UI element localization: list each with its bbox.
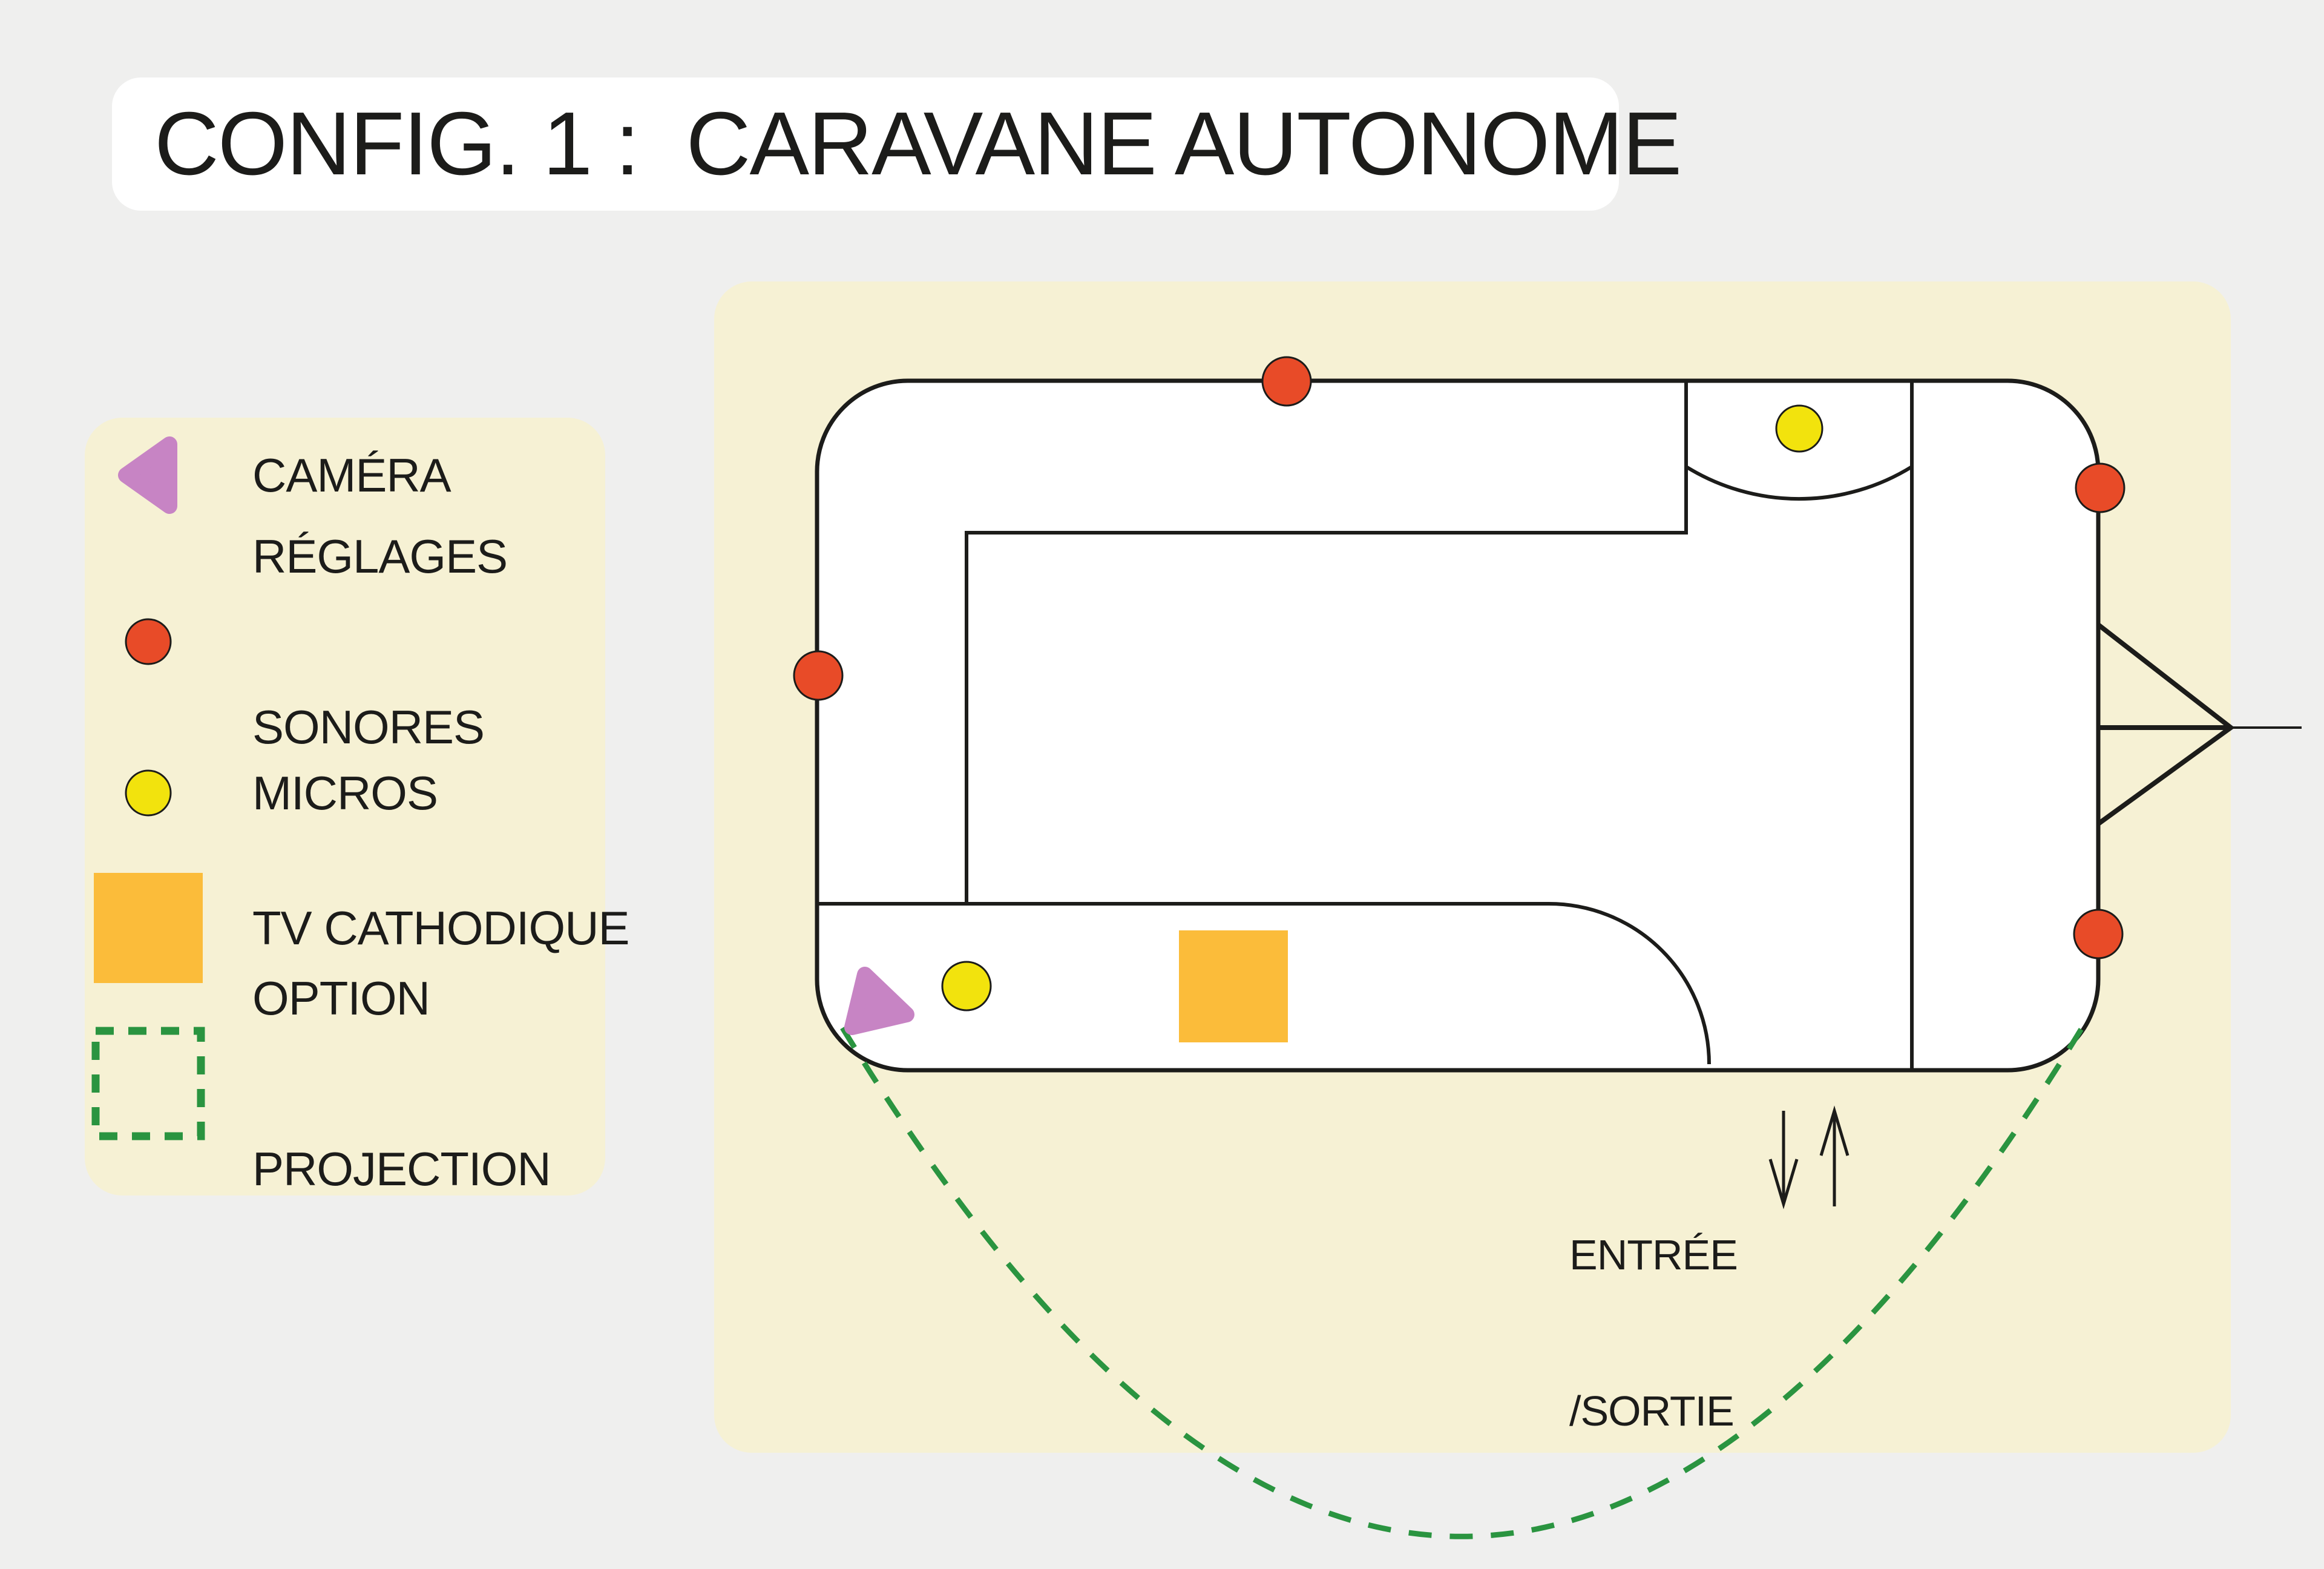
tv-square-icon [94, 873, 203, 983]
sound-marker-right-wall-top [2075, 462, 2125, 513]
legend-item-camera: CAMÉRA [85, 424, 605, 527]
page-title: CONFIG. 1 : CARAVANE AUTONOME [154, 94, 1682, 194]
tow-hitch [2096, 622, 2302, 826]
entry-exit-arrows [1768, 1105, 1850, 1209]
legend-label-option-projection: OPTION PROJECTION [252, 972, 551, 1196]
legend-label-tv-cathodique: TV CATHODIQUE [252, 901, 630, 955]
micro-dot-icon [125, 769, 172, 817]
sound-marker-right-wall-bottom [2073, 909, 2124, 959]
camera-marker [844, 967, 914, 1035]
micro-marker-closet [1775, 404, 1823, 453]
closet-curve [1685, 465, 1913, 501]
legend-label-micros: MICROS [252, 766, 438, 820]
legend-icon-cell [85, 1027, 212, 1140]
legend-item-reglages-sonores: RÉGLAGES SONORES [85, 530, 605, 754]
projection-dashed-square-icon [91, 1027, 205, 1140]
legend-label-reglages-sonores: RÉGLAGES SONORES [252, 530, 508, 754]
sound-marker-left-wall [793, 650, 844, 701]
sound-marker-top-wall [1261, 356, 1312, 407]
arrow-up-icon [1819, 1105, 1850, 1206]
legend-icon-cell [85, 614, 212, 669]
legend-label-camera: CAMÉRA [252, 449, 451, 502]
camera-triangle-icon [118, 436, 177, 514]
sound-settings-dot-icon [125, 618, 172, 665]
legend-panel: CAMÉRA RÉGLAGES SONORES MICROS [85, 418, 630, 1196]
title-card: CONFIG. 1 : CARAVANE AUTONOME [112, 77, 1682, 211]
entry-exit-label: ENTRÉE /SORTIE [1569, 1231, 1738, 1435]
interior-walls [818, 381, 1914, 1068]
sound-settings-markers [793, 356, 2125, 959]
tv-cathodique-marker [1179, 930, 1288, 1042]
legend-item-tv-cathodique: TV CATHODIQUE [85, 873, 630, 983]
caravan-body [815, 378, 2101, 1073]
legend-icon-cell [85, 766, 212, 820]
legend-icon-cell [85, 435, 212, 515]
micro-marker-corridor [941, 961, 992, 1011]
legend-item-option-projection: OPTION PROJECTION [85, 972, 605, 1196]
micro-markers [941, 404, 1823, 1011]
projection-option-curve [840, 1024, 2086, 1539]
legend-item-micros: MICROS [85, 742, 605, 844]
legend-icon-cell [85, 873, 212, 983]
corridor-wall-and-door-arc [818, 902, 1711, 1065]
inner-room-walls [965, 381, 1688, 904]
arrow-down-icon [1768, 1111, 1799, 1209]
hitch-frame [2096, 622, 2235, 826]
